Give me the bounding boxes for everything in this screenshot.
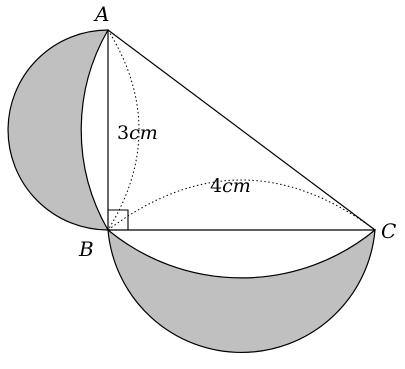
dimension-label-ab: 3cm (117, 122, 158, 144)
vertex-label-a: A (93, 2, 109, 26)
dimension-label-bc: 4cm (210, 175, 251, 197)
dimension-arc-ab (107, 29, 140, 231)
dimension-bc-value: 4 (210, 175, 222, 197)
dimension-arc-bc (107, 179, 376, 231)
dimension-ab-value: 3 (117, 122, 129, 144)
bottom-shaded-lune (107, 228, 376, 354)
vertex-label-c: C (381, 219, 396, 243)
side-ac (107, 29, 376, 231)
dimension-bc-unit: cm (222, 175, 251, 197)
right-angle-marker (108, 209, 129, 230)
dimension-ab-unit: cm (129, 122, 158, 144)
left-shaded-lune (7, 29, 110, 231)
vertex-label-b: B (78, 237, 94, 261)
